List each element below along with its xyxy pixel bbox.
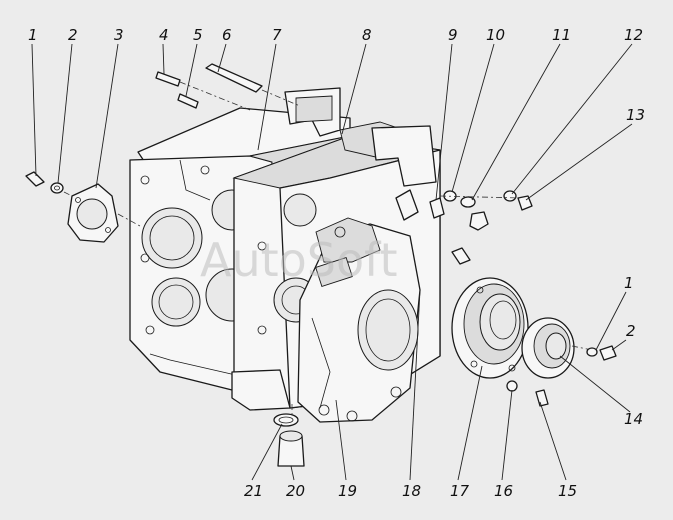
callout-2-right: 2 (626, 322, 636, 340)
callout-8: 8 (362, 26, 372, 44)
callout-2-left: 2 (68, 26, 78, 44)
callout-3: 3 (114, 26, 124, 44)
callout-14: 14 (624, 410, 643, 428)
callout-6: 6 (222, 26, 232, 44)
callout-16: 16 (494, 482, 513, 500)
callout-4: 4 (159, 26, 169, 44)
front-cover (297, 189, 421, 423)
callout-11: 11 (552, 26, 571, 44)
callout-15: 15 (558, 482, 577, 500)
drain-plug (273, 404, 305, 467)
callout-5: 5 (193, 26, 203, 44)
callout-19: 19 (338, 482, 357, 500)
callouts: 1 2 3 4 5 6 7 8 9 10 11 12 13 1 2 14 15 … (28, 26, 645, 500)
callout-12: 12 (624, 26, 643, 44)
watermark: AutoSoft (200, 233, 398, 287)
callout-13: 13 (626, 106, 645, 124)
callout-9: 9 (448, 26, 458, 44)
callout-21: 21 (244, 482, 263, 500)
left-bolt-washer (25, 171, 73, 197)
bearing-housing (451, 277, 593, 379)
callout-10: 10 (486, 26, 505, 44)
callout-17: 17 (450, 482, 470, 500)
callout-7: 7 (272, 26, 282, 44)
leader-lines (31, 43, 633, 481)
gasket (67, 183, 141, 243)
callout-18: 18 (402, 482, 421, 500)
callout-20: 20 (286, 482, 305, 500)
bottom-bolts (506, 380, 549, 407)
callout-1-left: 1 (28, 26, 38, 44)
top-bolts (155, 63, 301, 111)
callout-1-right: 1 (624, 274, 634, 292)
right-fasteners (429, 190, 533, 265)
right-bolt-washer (586, 345, 617, 361)
